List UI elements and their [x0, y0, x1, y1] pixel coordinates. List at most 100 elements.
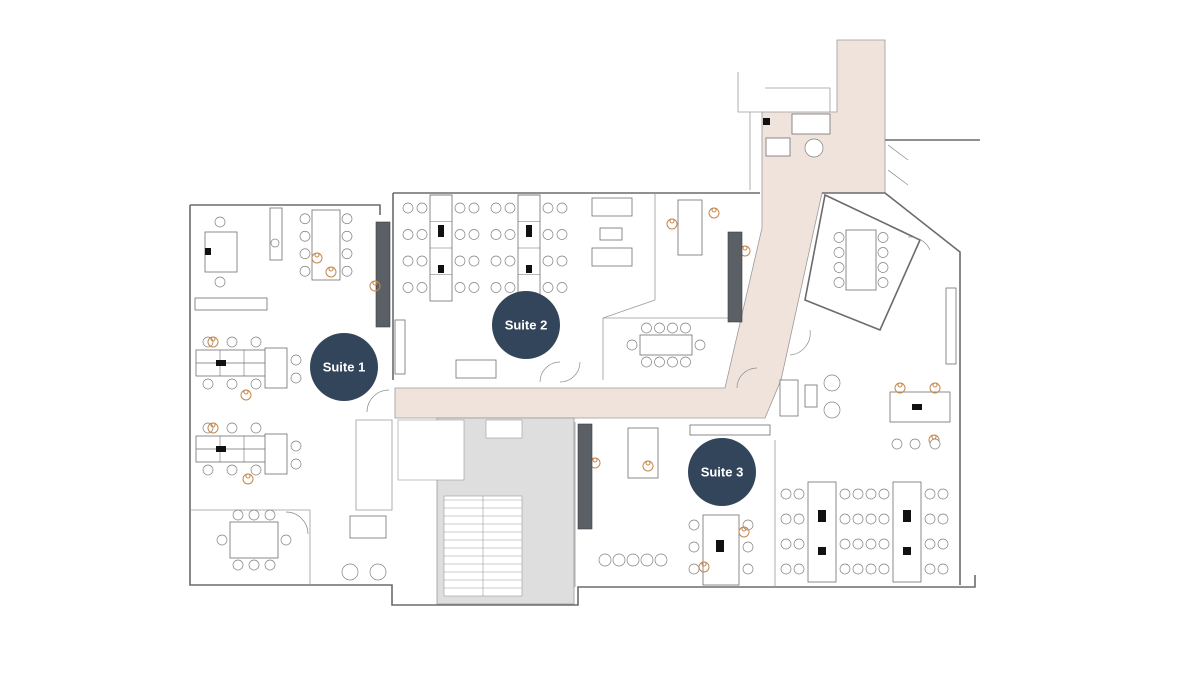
monitor — [716, 540, 724, 552]
chair — [556, 255, 568, 267]
shelf — [394, 319, 406, 375]
chair — [839, 513, 851, 525]
counter — [689, 424, 771, 436]
coffee-table — [599, 227, 623, 241]
suite-1-label: Suite 1 — [323, 360, 366, 375]
chair — [852, 538, 864, 550]
chair — [626, 553, 640, 567]
chair — [416, 255, 428, 267]
occupant-icon — [372, 280, 378, 286]
lounge-chair — [369, 563, 387, 581]
chair — [641, 356, 652, 368]
chair — [454, 282, 466, 293]
chair — [865, 538, 877, 550]
chair — [839, 488, 851, 500]
chair — [341, 265, 353, 277]
chair — [402, 202, 414, 214]
chair — [226, 336, 238, 348]
sofa — [591, 247, 633, 267]
chair — [341, 213, 353, 225]
occupant-icon — [666, 218, 678, 230]
desk — [627, 427, 659, 479]
chair — [226, 464, 238, 476]
chair — [468, 255, 480, 267]
monitor — [438, 265, 444, 273]
plant — [804, 138, 824, 158]
chair — [202, 464, 214, 476]
chair — [299, 248, 311, 260]
chair — [667, 356, 678, 368]
chair — [891, 438, 903, 450]
chair — [250, 378, 262, 390]
chair — [688, 563, 700, 575]
chair — [878, 488, 890, 500]
sofa — [779, 379, 799, 417]
chair — [780, 513, 792, 525]
chair — [556, 229, 568, 240]
chair — [877, 247, 889, 258]
occupant-icon — [645, 460, 651, 466]
chair — [250, 422, 262, 434]
suite-1-marker[interactable]: Suite 1 — [310, 333, 378, 401]
chair — [402, 255, 414, 267]
chair — [823, 374, 841, 392]
occupant-icon — [210, 336, 216, 342]
staircase — [444, 496, 522, 596]
counter — [269, 207, 283, 261]
chair — [667, 322, 678, 334]
occupant-icon — [741, 526, 747, 532]
occupant-icon — [932, 382, 938, 388]
chair — [878, 563, 890, 575]
desk-column — [892, 481, 922, 583]
meeting-table — [639, 334, 693, 356]
occupant-icon — [328, 266, 334, 272]
suite-2-marker[interactable]: Suite 2 — [492, 291, 560, 359]
chair — [299, 230, 311, 242]
chair — [654, 322, 665, 334]
occupant-icon — [314, 252, 320, 258]
chair — [416, 229, 428, 240]
chair — [248, 559, 260, 571]
occupant-icon — [245, 473, 251, 479]
chair — [865, 513, 877, 525]
chair — [504, 229, 516, 240]
chair — [290, 458, 302, 470]
chair — [654, 553, 668, 567]
chair — [264, 559, 276, 571]
chair — [793, 513, 805, 525]
chair — [232, 509, 244, 521]
shelf — [945, 287, 957, 365]
chair — [833, 262, 845, 273]
suite-3-marker[interactable]: Suite 3 — [688, 438, 756, 506]
sofa — [591, 197, 633, 217]
chair — [654, 356, 665, 368]
chair — [542, 282, 554, 293]
doors — [285, 144, 931, 535]
chair — [865, 488, 877, 500]
chair — [780, 538, 792, 550]
chair — [839, 538, 851, 550]
chair — [612, 553, 626, 567]
chair — [402, 229, 414, 240]
chair — [214, 216, 226, 228]
chair — [937, 563, 949, 575]
chair — [793, 488, 805, 500]
side-desk — [264, 347, 288, 389]
chair — [416, 282, 428, 293]
chair — [937, 488, 949, 500]
monitor — [438, 225, 444, 237]
occupant-icon — [894, 382, 906, 394]
chair — [680, 322, 691, 334]
lounge-chair — [341, 563, 359, 581]
monitor — [216, 446, 226, 452]
desk — [677, 199, 703, 256]
chair — [468, 202, 480, 214]
chair — [490, 229, 502, 240]
chair — [694, 339, 706, 351]
chair — [454, 255, 466, 267]
chair — [877, 232, 889, 243]
chair — [929, 438, 941, 450]
chair — [232, 559, 244, 571]
occupant-icon — [240, 389, 252, 401]
chair — [640, 553, 654, 567]
